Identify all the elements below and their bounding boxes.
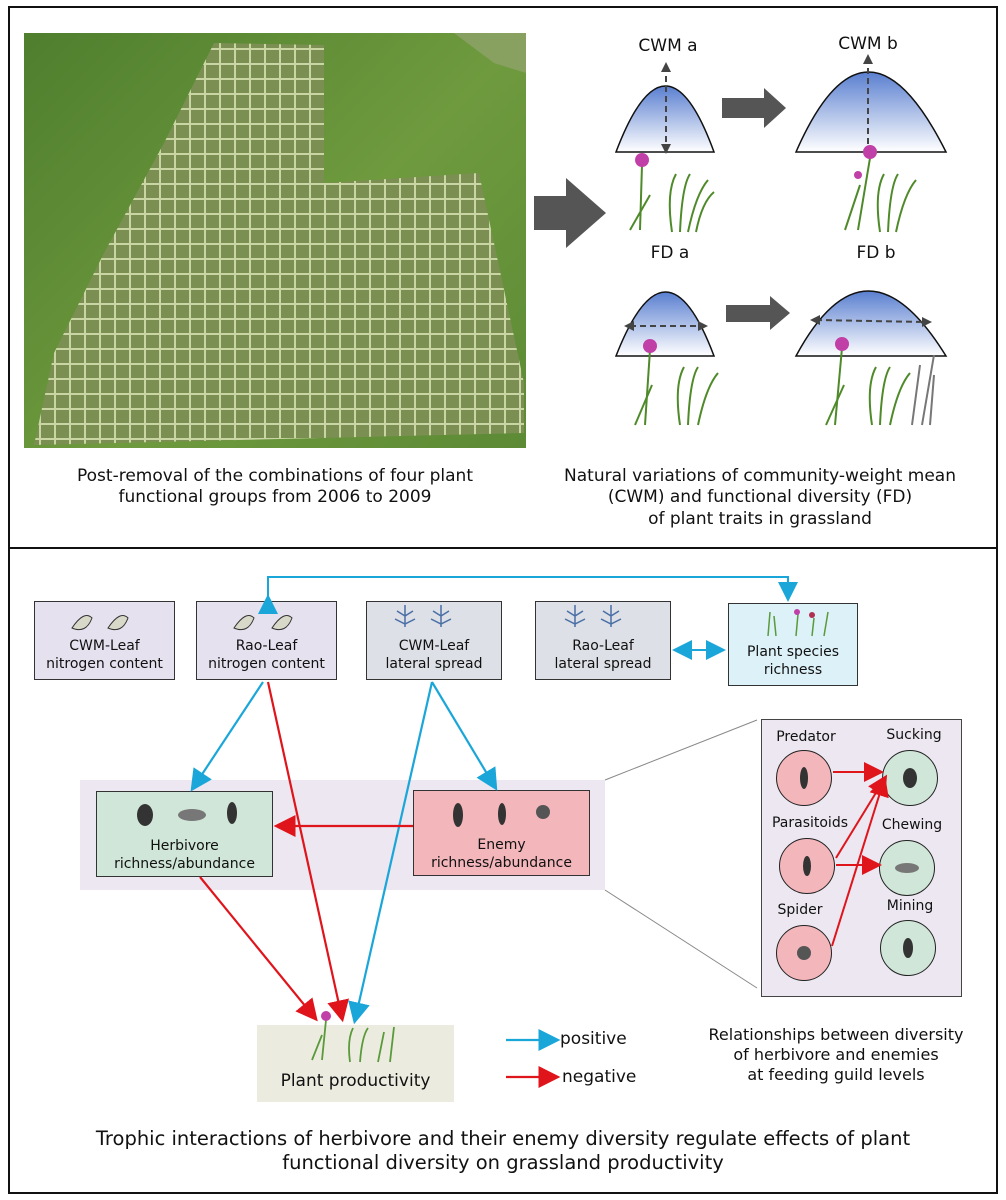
aerial-field-photo	[24, 33, 526, 448]
sucking-circle	[882, 750, 938, 806]
enemy-insect-icon	[453, 803, 550, 827]
plant-productivity-box: Plant productivity	[257, 1025, 454, 1102]
left-caption: Post-removal of the combinations of four…	[77, 466, 473, 508]
arrow-fd-icon	[726, 296, 790, 330]
fd-b-curve	[794, 290, 948, 357]
cwm-lateral-spread-box: CWM-Leaf lateral spread	[366, 601, 502, 680]
main-caption: Trophic interactions of herbivore and th…	[95, 1127, 911, 1175]
arrow-spider-sucking	[831, 776, 889, 947]
fd-b-dashed-arrow	[815, 319, 927, 323]
guide-line-bottom	[604, 889, 758, 989]
plant-illustration-fd-b	[825, 337, 935, 426]
experiment-plots	[34, 33, 526, 445]
herbivore-box: Herbivore richness/abundance	[96, 791, 273, 877]
legend-negative-label: negative	[562, 1067, 637, 1087]
plant-illustration-cwm-b	[844, 145, 917, 233]
arrow-cwm-icon	[722, 88, 786, 128]
enemy-box: Enemy richness/abundance	[413, 790, 590, 876]
cwm-a-label: CWM a	[638, 36, 698, 56]
guild-label-sucking: Sucking	[886, 727, 942, 743]
arrow-herbivore-productivity	[199, 876, 318, 1022]
leaf-icon	[71, 615, 293, 631]
arrow-cwm-lateral-enemy	[431, 681, 498, 791]
guild-label-parasitoids: Parasitoids	[771, 815, 849, 831]
productivity-plant-icon	[311, 1011, 395, 1063]
arrow-rao-n-productivity	[266, 681, 349, 1023]
guild-label-predator: Predator	[776, 729, 836, 745]
arrow-rao-n-richness	[258, 576, 798, 614]
big-arrow-icon	[534, 178, 606, 248]
arrow-rao-n-herbivore	[190, 681, 264, 792]
arrow-parasitoids-sucking	[835, 774, 888, 859]
lateral-spread-icon	[394, 605, 622, 627]
relationships-caption: Relationships between diversity of herbi…	[708, 1025, 964, 1084]
guild-insect-icon	[797, 767, 919, 960]
plant-illustration-fd-a	[634, 339, 719, 426]
plant-species-icon	[767, 609, 829, 637]
rao-leaf-nitrogen-box: Rao-Leaf nitrogen content	[196, 601, 337, 680]
plant-illustration-cwm-a	[629, 153, 715, 233]
herbivore-insect-icon	[137, 802, 237, 826]
rao-lateral-spread-box: Rao-Leaf lateral spread	[535, 601, 671, 680]
guide-line-top	[604, 719, 758, 781]
right-caption: Natural variations of community-weight m…	[564, 466, 956, 529]
guild-label-spider: Spider	[777, 902, 823, 918]
fd-b-label: FD b	[856, 243, 896, 263]
cwm-b-curve	[794, 71, 948, 153]
mining-circle	[880, 920, 936, 976]
bottom-panel	[8, 547, 998, 1194]
guild-label-chewing: Chewing	[881, 817, 943, 833]
plant-species-richness-box: Plant species richness	[728, 603, 858, 686]
arrow-cwm-lateral-productivity	[348, 681, 434, 1025]
legend-positive-label: positive	[560, 1029, 627, 1049]
guild-label-mining: Mining	[886, 898, 934, 914]
fd-a-label: FD a	[650, 243, 690, 263]
cwm-b-label: CWM b	[838, 34, 898, 54]
cwm-leaf-nitrogen-box: CWM-Leaf nitrogen content	[34, 601, 175, 680]
